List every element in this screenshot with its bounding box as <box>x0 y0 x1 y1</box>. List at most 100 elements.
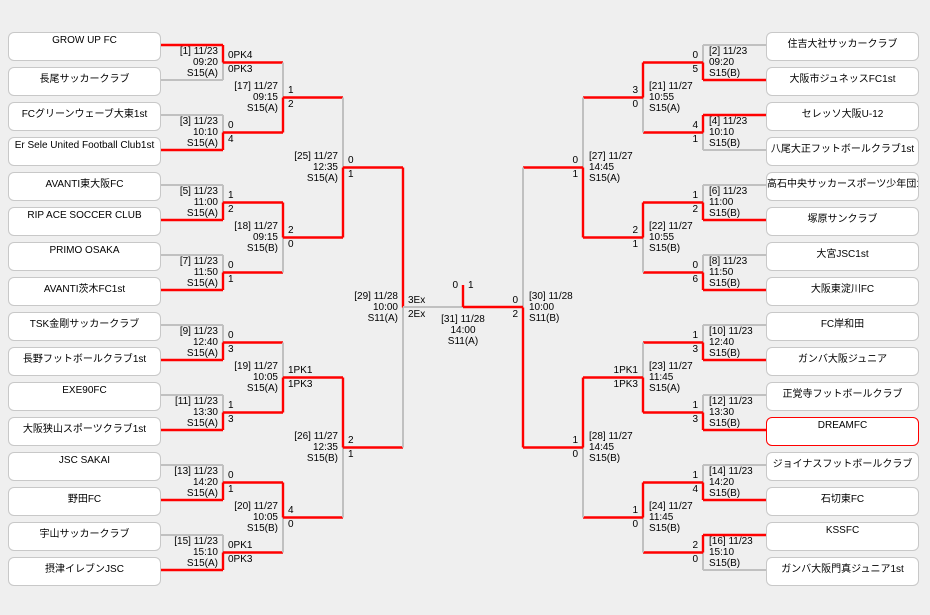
match-score: 0 <box>632 518 638 530</box>
match-class: S15(B) <box>589 452 621 464</box>
team-box[interactable]: 大阪東淀川FC <box>766 277 919 306</box>
team-box[interactable]: PRIMO OSAKA <box>8 242 161 271</box>
match-class: S15(A) <box>589 172 621 184</box>
match-time: 10:10 <box>709 126 735 138</box>
match-score: 2 <box>288 224 294 236</box>
match-class: S15(A) <box>186 417 218 429</box>
match-score: 0 <box>288 518 294 530</box>
team-box[interactable]: 大宮JSC1st <box>766 242 919 271</box>
team-name: RIP ACE SOCCER CLUB <box>27 210 142 221</box>
team-box[interactable]: Er Sele United Football Club1st <box>8 137 161 166</box>
team-name: 野田FC <box>67 494 102 505</box>
match-score: 0 <box>692 259 698 271</box>
match-class: S11(A) <box>367 312 398 324</box>
match-score: 1 <box>632 504 638 516</box>
match-label: [18] 11/27 <box>234 220 278 232</box>
team-box[interactable]: 石切東FC <box>766 487 919 516</box>
match-class: S15(A) <box>186 487 218 499</box>
match-score: 0PK3 <box>228 553 253 565</box>
match-class: S15(B) <box>709 137 741 149</box>
team-name: 正覚寺フットボールクラブ <box>782 389 903 400</box>
match-class: S15(A) <box>649 102 681 114</box>
team-box[interactable]: JSC SAKAI <box>8 452 161 481</box>
match-time: 12:35 <box>312 161 338 173</box>
match-label: [20] 11/27 <box>234 500 278 512</box>
team-box[interactable]: GROW UP FC <box>8 32 161 61</box>
match-score: 1 <box>288 84 294 96</box>
team-box[interactable]: EXE90FC <box>8 382 161 411</box>
match-class: S15(B) <box>709 207 741 219</box>
match-score: 1 <box>228 189 234 201</box>
team-box[interactable]: AVANTI東大阪FC <box>8 172 161 201</box>
team-box[interactable]: 大阪市ジュネッスFC1st <box>766 67 919 96</box>
match-label: [22] 11/27 <box>649 220 693 232</box>
team-box[interactable]: DREAMFC <box>766 417 919 446</box>
match-time: 09:15 <box>252 91 278 103</box>
match-score: 0PK1 <box>228 539 253 551</box>
match-label: [17] 11/27 <box>234 80 278 92</box>
team-box[interactable]: 八尾大正フットボールクラブ1st <box>766 137 919 166</box>
team-box[interactable]: RIP ACE SOCCER CLUB <box>8 207 161 236</box>
team-name: AVANTI東大阪FC <box>45 179 124 190</box>
team-box[interactable]: 野田FC <box>8 487 161 516</box>
team-box[interactable]: ガンバ大阪ジュニア <box>766 347 919 376</box>
match-class: S15(B) <box>709 277 741 289</box>
match-label: [21] 11/27 <box>649 80 693 92</box>
match-class: S15(B) <box>709 557 741 569</box>
team-name: TSK金剛サッカークラブ <box>29 319 140 330</box>
team-name: 大阪狭山スポーツクラブ1st <box>22 424 147 435</box>
team-name: PRIMO OSAKA <box>49 245 120 256</box>
match-score: 0 <box>512 294 518 306</box>
match-class: S15(B) <box>306 452 338 464</box>
match-time: 15:10 <box>192 546 218 558</box>
match-time: 10:05 <box>252 371 278 383</box>
match-score: 1PK3 <box>613 378 638 390</box>
match-label: [19] 11/27 <box>234 360 278 372</box>
team-box[interactable]: 高石中央サッカースポーツ少年団1st <box>766 172 919 201</box>
match-class: S15(A) <box>186 137 218 149</box>
team-box[interactable]: FCグリーンウェーブ大東1st <box>8 102 161 131</box>
team-box[interactable]: ジョイナスフットボールクラブ <box>766 452 919 481</box>
team-box[interactable]: AVANTI茨木FC1st <box>8 277 161 306</box>
team-box[interactable]: セレッソ大阪U-12 <box>766 102 919 131</box>
team-name: FC岸和田 <box>820 319 865 330</box>
team-box[interactable]: 宇山サッカークラブ <box>8 522 161 551</box>
team-name: 長尾サッカークラブ <box>39 74 130 85</box>
final-score-right: 1 <box>468 280 474 291</box>
team-box[interactable]: 住吉大社サッカークラブ <box>766 32 919 61</box>
match-time: 11:45 <box>649 371 674 383</box>
team-box[interactable]: FC岸和田 <box>766 312 919 341</box>
team-name: 大宮JSC1st <box>816 249 869 260</box>
team-box[interactable]: 大阪狭山スポーツクラブ1st <box>8 417 161 446</box>
match-score: 0 <box>228 329 234 341</box>
match-time: 11:00 <box>709 196 734 208</box>
team-box[interactable]: KSSFC <box>766 522 919 551</box>
team-name: GROW UP FC <box>52 35 117 46</box>
team-box[interactable]: 正覚寺フットボールクラブ <box>766 382 919 411</box>
team-box[interactable]: 摂津イレブンJSC <box>8 557 161 586</box>
team-box[interactable]: ガンバ大阪門真ジュニア1st <box>766 557 919 586</box>
match-time: 09:20 <box>709 56 735 68</box>
team-box[interactable]: TSK金剛サッカークラブ <box>8 312 161 341</box>
team-name: DREAMFC <box>817 420 868 431</box>
team-box[interactable]: 長野フットボールクラブ1st <box>8 347 161 376</box>
team-box[interactable]: 塚原サンクラブ <box>766 207 919 236</box>
team-name: AVANTI茨木FC1st <box>43 284 126 295</box>
team-name: JSC SAKAI <box>58 455 111 466</box>
match-score: 2 <box>288 98 294 110</box>
team-box[interactable]: 長尾サッカークラブ <box>8 67 161 96</box>
